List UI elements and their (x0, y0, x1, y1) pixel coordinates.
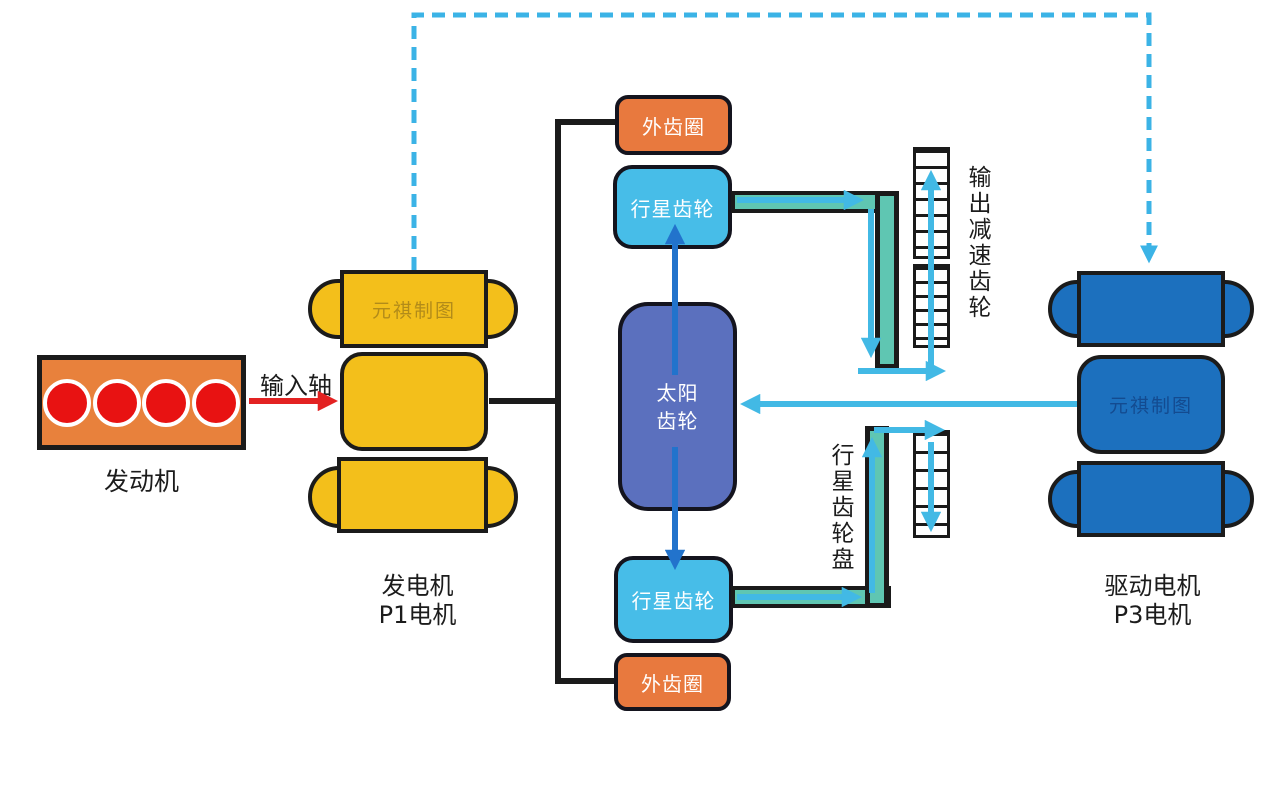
output-gear-rack-lower (913, 430, 950, 538)
generator-stator-top: 元祺制图 (340, 270, 488, 348)
input-shaft-label: 输入轴 (260, 372, 332, 400)
planet-carrier-label: 行星齿轮盘 (831, 443, 855, 573)
generator-label-line2: P1电机 (378, 601, 457, 629)
watermark-text: 元祺制图 (371, 299, 456, 322)
ring-gear-bracket-line (555, 119, 615, 684)
engine-label: 发动机 (103, 467, 179, 496)
watermark-text: 元祺制图 (1108, 395, 1193, 417)
engine-box (37, 355, 246, 450)
sun-gear-label-line2: 齿轮 (656, 408, 699, 433)
output-gear-rack-upper (913, 147, 950, 259)
generator-stator-bottom (337, 457, 488, 533)
drive-motor-label: 驱动电机 P3电机 (1065, 572, 1240, 630)
generator-label-line1: 发电机 (381, 572, 454, 600)
generator-rotor (340, 352, 488, 451)
output-reduction-gear-label: 输出减速齿轮 (968, 165, 992, 321)
cylinder-icon (191, 378, 240, 427)
ring-gear-top-box: 外齿圈 (615, 95, 732, 155)
generator-label: 发电机 P1电机 (330, 572, 505, 630)
cylinder-icon (142, 378, 191, 427)
ring-gear-bottom-box: 外齿圈 (614, 653, 731, 711)
planet-gear-bottom-box: 行星齿轮 (614, 556, 733, 643)
sun-gear-label-line1: 太阳 (656, 380, 699, 405)
planet-gear-top-box: 行星齿轮 (613, 165, 732, 249)
cylinder-icon (92, 378, 141, 427)
output-gear-rack-middle (913, 264, 950, 348)
drive-motor-stator-bottom (1077, 461, 1225, 537)
drive-motor-label-line1: 驱动电机 (1104, 572, 1201, 600)
cylinder-icon (43, 378, 92, 427)
planet-carrier-upper (731, 191, 899, 369)
drive-motor-stator-top (1077, 271, 1225, 347)
drive-motor-label-line2: P3电机 (1113, 601, 1192, 629)
drive-motor-rotor: 元祺制图 (1077, 355, 1225, 454)
planet-carrier-lower (731, 426, 891, 608)
electric-link-dashed-arrow (411, 12, 1158, 270)
sun-gear-box: 太阳 齿轮 (618, 302, 737, 511)
